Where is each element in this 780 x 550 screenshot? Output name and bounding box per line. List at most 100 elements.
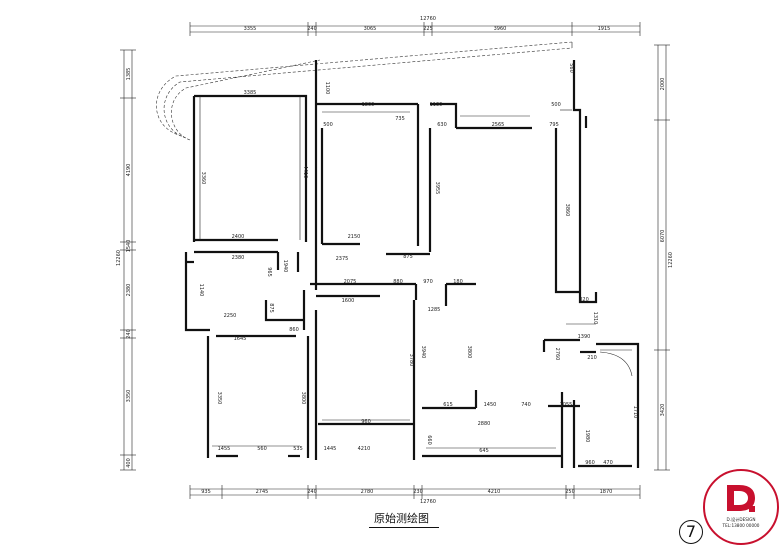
svg-text:3800: 3800 [466, 346, 472, 359]
svg-text:560: 560 [257, 446, 267, 452]
svg-text:500: 500 [551, 102, 561, 108]
svg-text:875: 875 [403, 254, 413, 260]
svg-text:2880: 2880 [478, 421, 491, 427]
svg-text:1600: 1600 [342, 298, 355, 304]
svg-text:3860: 3860 [564, 204, 570, 217]
svg-text:3955: 3955 [434, 182, 440, 195]
bottom-dimension-chain: 935 2745 240 2780 230 4210 250 1870 1276… [189, 485, 641, 505]
svg-text:535: 535 [293, 446, 303, 452]
svg-text:1800: 1800 [362, 102, 375, 108]
svg-text:1915: 1915 [598, 26, 611, 32]
svg-text:735: 735 [395, 116, 405, 122]
caption-underline [369, 527, 439, 528]
drawing-caption: 原始测绘图 [372, 510, 431, 528]
svg-text:240: 240 [307, 26, 317, 32]
svg-text:1310: 1310 [592, 312, 598, 325]
svg-text:2250: 2250 [224, 313, 237, 319]
svg-text:3360: 3360 [200, 172, 206, 185]
svg-text:935: 935 [201, 489, 211, 495]
svg-text:2000: 2000 [660, 78, 666, 91]
svg-text:970: 970 [423, 279, 433, 285]
svg-text:230: 230 [413, 489, 423, 495]
svg-text:3355: 3355 [244, 26, 257, 32]
svg-text:2745: 2745 [256, 489, 269, 495]
svg-text:1390: 1390 [578, 334, 591, 340]
svg-text:1100: 1100 [324, 82, 330, 95]
svg-text:1285: 1285 [428, 307, 441, 313]
svg-text:6070: 6070 [660, 230, 666, 243]
svg-text:3350: 3350 [216, 392, 222, 405]
svg-text:3420: 3420 [660, 404, 666, 417]
balcony-outline [156, 41, 573, 141]
svg-text:2075: 2075 [344, 279, 357, 285]
svg-text:1540: 1540 [126, 240, 132, 253]
logo-d-mark-icon [727, 485, 755, 512]
svg-text:2400: 2400 [232, 234, 245, 240]
svg-text:820: 820 [579, 297, 589, 303]
svg-text:645: 645 [479, 448, 489, 454]
svg-text:500: 500 [323, 122, 333, 128]
logo-text: D.设计DESIGN TEL:13800 00000 [722, 517, 760, 528]
openings [199, 96, 633, 449]
svg-text:4410: 4410 [302, 166, 308, 179]
svg-text:880: 880 [393, 279, 403, 285]
walls [184, 60, 640, 468]
svg-text:795: 795 [549, 122, 559, 128]
svg-text:560: 560 [568, 63, 574, 73]
svg-text:210: 210 [587, 355, 597, 361]
svg-text:1940: 1940 [282, 260, 288, 273]
svg-text:965: 965 [266, 267, 272, 277]
svg-text:860: 860 [289, 327, 299, 333]
svg-text:875: 875 [268, 303, 274, 313]
svg-text:660: 660 [426, 435, 432, 445]
svg-text:250: 250 [565, 489, 575, 495]
svg-text:3065: 3065 [364, 26, 377, 32]
svg-text:2150: 2150 [348, 234, 361, 240]
svg-text:1645: 1645 [234, 336, 247, 342]
svg-text:1870: 1870 [600, 489, 613, 495]
svg-text:960: 960 [585, 460, 595, 466]
svg-text:225: 225 [423, 26, 433, 32]
svg-text:1980: 1980 [584, 430, 590, 443]
svg-text:400: 400 [126, 458, 132, 468]
dim-top-total: 12760 [420, 16, 436, 22]
svg-text:240: 240 [126, 329, 132, 339]
page-number: 7 [679, 520, 703, 544]
right-dimension-chain: 2000 6070 3420 12260 [654, 44, 674, 471]
svg-text:1140: 1140 [198, 284, 204, 297]
svg-text:3800: 3800 [300, 392, 306, 405]
dim-left-total: 12260 [116, 250, 122, 266]
svg-text:470: 470 [603, 460, 613, 466]
dim-bottom-total: 12760 [420, 499, 436, 505]
svg-text:1055: 1055 [560, 402, 573, 408]
svg-text:2780: 2780 [361, 489, 374, 495]
svg-text:1450: 1450 [484, 402, 497, 408]
svg-text:3385: 3385 [244, 90, 257, 96]
svg-text:1445: 1445 [324, 446, 337, 452]
svg-text:740: 740 [521, 402, 531, 408]
svg-text:4210: 4210 [488, 489, 501, 495]
svg-text:2380: 2380 [232, 255, 245, 261]
svg-text:3350: 3350 [126, 390, 132, 403]
svg-text:2375: 2375 [336, 256, 349, 262]
svg-text:615: 615 [443, 402, 453, 408]
svg-text:1455: 1455 [218, 446, 231, 452]
left-dimension-chain: 1385 4190 1540 2380 240 3350 400 12260 [116, 49, 136, 471]
top-dimension-chain: 12760 3355 240 3065 225 3960 1915 [189, 16, 641, 36]
svg-text:2380: 2380 [126, 284, 132, 297]
svg-text:3940: 3940 [420, 346, 426, 359]
interior-dimensions: 3385 4410 3360 1100 1800 1130 500 500 73… [198, 63, 638, 466]
svg-text:240: 240 [307, 489, 317, 495]
svg-text:2760: 2760 [554, 348, 560, 361]
svg-text:3780: 3780 [408, 354, 414, 367]
dim-right-total: 12260 [668, 252, 674, 268]
svg-text:2565: 2565 [492, 122, 505, 128]
svg-text:1130: 1130 [430, 102, 443, 108]
company-logo: D.设计DESIGN TEL:13800 00000 [703, 469, 779, 545]
svg-text:4210: 4210 [358, 446, 371, 452]
svg-text:4190: 4190 [126, 164, 132, 177]
svg-text:1710: 1710 [632, 406, 638, 419]
svg-text:1385: 1385 [126, 68, 132, 81]
svg-text:3960: 3960 [494, 26, 507, 32]
